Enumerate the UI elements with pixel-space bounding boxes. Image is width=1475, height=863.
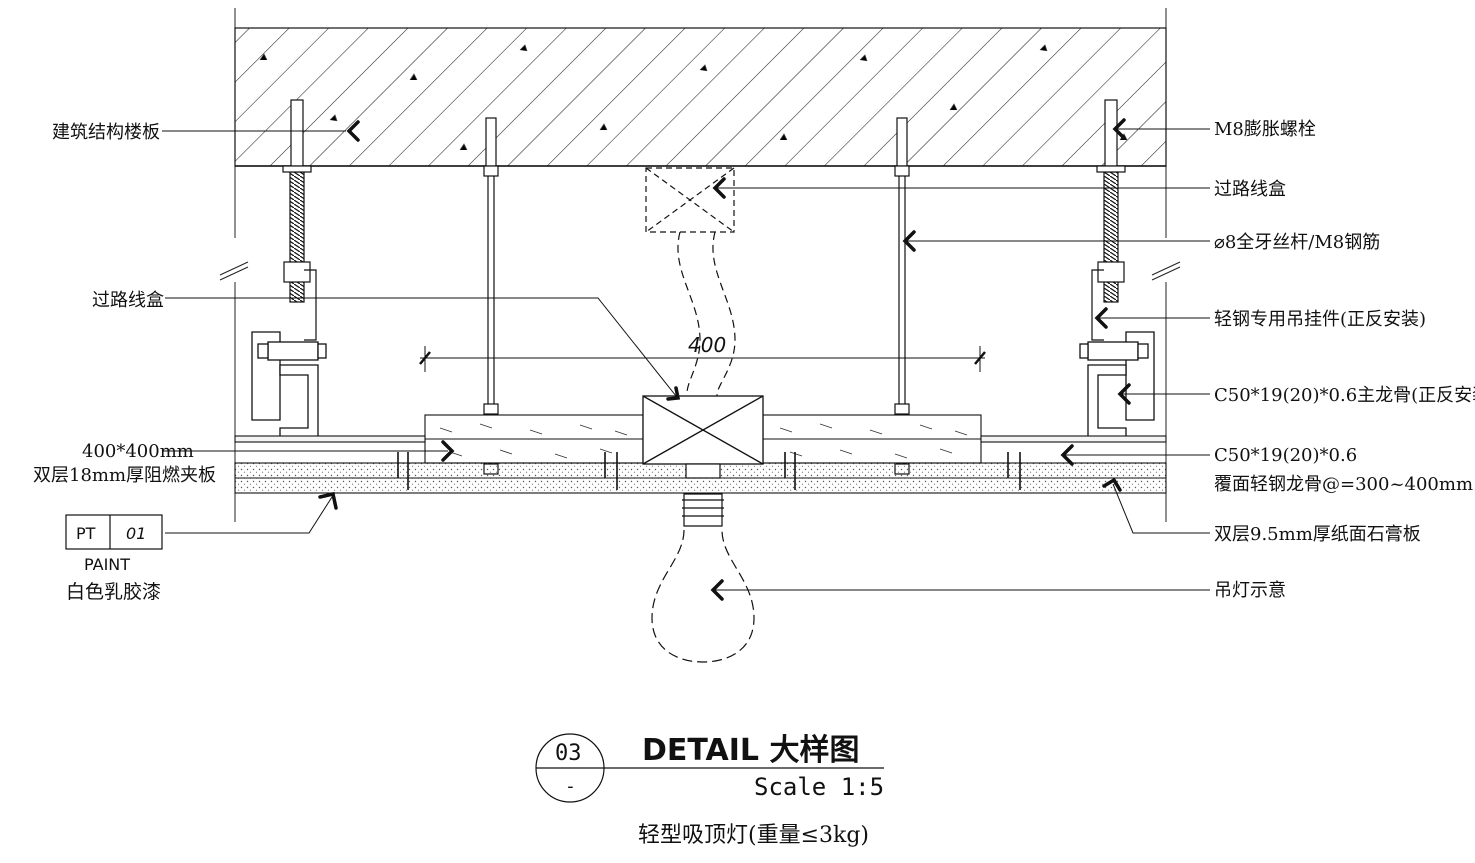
title-block [535,733,884,803]
label-plywood-desc: 双层18mm厚阻燃夹板 [33,465,216,486]
label-gypsum: 双层9.5mm厚纸面石膏板 [1214,523,1421,545]
junction-box-lower [642,395,764,465]
dimension-text: 400 [688,333,726,357]
label-hanger: 轻钢专用吊挂件(正反安装) [1214,309,1426,330]
pendant-lamp [651,463,755,663]
leader-arrowheads [318,118,1131,601]
right-hanger-and-main-keel [1079,331,1155,439]
detail-scale: Scale 1:5 [754,773,884,801]
label-junction-box-left: 过路线盒 [92,290,164,311]
detail-subtitle: 轻型吸顶灯(重量≤3kg) [638,823,869,848]
label-anchor-bolt: M8膨胀螺栓 [1214,119,1316,140]
finish-description: 白色乳胶漆 [66,581,161,603]
junction-box-upper [645,167,736,399]
plywood-layers [424,414,982,464]
label-slab: 建筑结构楼板 [52,122,160,143]
finish-number: 01 [126,524,146,543]
sheet-number: - [565,776,576,797]
finish-tag [65,514,163,550]
label-plywood-size: 400*400mm [82,441,194,462]
label-cover-keel-desc: 覆面轻钢龙骨@=300~400mm [1214,474,1473,495]
detail-number: 03 [555,741,582,766]
label-threaded-rod: ⌀8全牙丝杆/M8钢筋 [1214,232,1380,253]
finish-type: PAINT [84,555,130,574]
finish-code: PT [76,524,96,543]
left-hanger-and-main-keel [251,331,327,439]
label-lamp: 吊灯示意 [1214,580,1286,601]
label-junction-box-top: 过路线盒 [1214,179,1286,200]
dimension-400 [419,346,986,372]
label-main-keel: C50*19(20)*0.6主龙骨(正反安装) [1214,385,1475,406]
structural-slab [234,27,1167,167]
leader-lines [162,128,1210,591]
outer-left-rod [282,99,317,341]
detail-title: DETAIL 大样图 [642,733,859,768]
label-cover-keel-spec: C50*19(20)*0.6 [1214,445,1357,466]
screws [397,452,1021,490]
